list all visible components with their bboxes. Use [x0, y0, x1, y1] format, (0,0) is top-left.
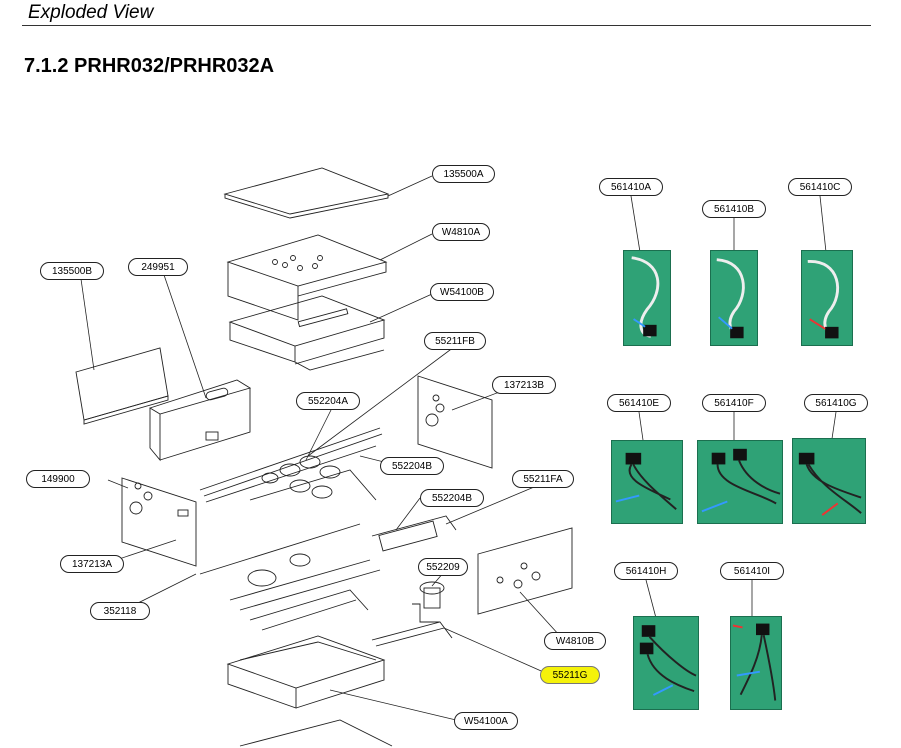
part-callout: 552204B [380, 457, 444, 475]
part-callout: 552204A [296, 392, 360, 410]
lower-manifold [199, 523, 381, 631]
side-panel-left [121, 477, 197, 567]
harness-callout: 561410A [599, 178, 663, 196]
part-callout: 137213B [492, 376, 556, 394]
bracket-top [228, 295, 386, 371]
chassis-top [226, 234, 388, 321]
section-header: Exploded View [28, 2, 154, 23]
top-cover-panel [223, 167, 390, 219]
highlighted-part-callout: 55211G [540, 666, 600, 684]
harness-callout: 561410B [702, 200, 766, 218]
harness-callout: 561410F [702, 394, 766, 412]
part-callout: 352118 [90, 602, 150, 620]
part-callout: 135500B [40, 262, 104, 280]
part-callout: 55211FB [424, 332, 486, 350]
pump-part [412, 581, 445, 623]
part-callout: 249951 [128, 258, 188, 276]
cabinet-box [148, 379, 252, 462]
part-callout: 149900 [26, 470, 90, 488]
harness-callout: 561410G [804, 394, 868, 412]
side-panel-right [417, 375, 493, 469]
part-callout: 55211FA [512, 470, 574, 488]
base-tray [226, 635, 386, 709]
harness-callout: 561410E [607, 394, 671, 412]
part-callout: 137213A [60, 555, 124, 573]
harness-callout: 561410C [788, 178, 852, 196]
pipe-55211G [371, 621, 453, 647]
harness-photo-561410E [611, 440, 683, 524]
harness-callout: 561410H [614, 562, 678, 580]
harness-photo-561410I [730, 616, 782, 710]
part-callout: W4810B [544, 632, 606, 650]
harness-photo-561410C [801, 250, 853, 346]
harness-callout: 561410I [720, 562, 784, 580]
part-callout: 552209 [418, 558, 468, 576]
bottom-panel-edge [239, 719, 393, 747]
part-callout: 552204B [420, 489, 484, 507]
header-divider [22, 25, 871, 26]
part-callout: W54100B [430, 283, 494, 301]
harness-photo-561410F [697, 440, 783, 524]
harness-photo-561410A [623, 250, 671, 346]
heat-exchanger-assembly [199, 427, 383, 503]
part-callout: 135500A [432, 165, 495, 183]
model-title: 7.1.2 PRHR032/PRHR032A [24, 55, 275, 77]
front-panel [75, 347, 169, 425]
harness-photo-561410B [710, 250, 758, 346]
part-callout: W4810A [432, 223, 490, 241]
harness-photo-561410H [633, 616, 699, 710]
back-plate [477, 527, 573, 615]
part-callout: W54100A [454, 712, 518, 730]
harness-photo-561410G [792, 438, 866, 524]
leader-lines [79, 175, 561, 721]
